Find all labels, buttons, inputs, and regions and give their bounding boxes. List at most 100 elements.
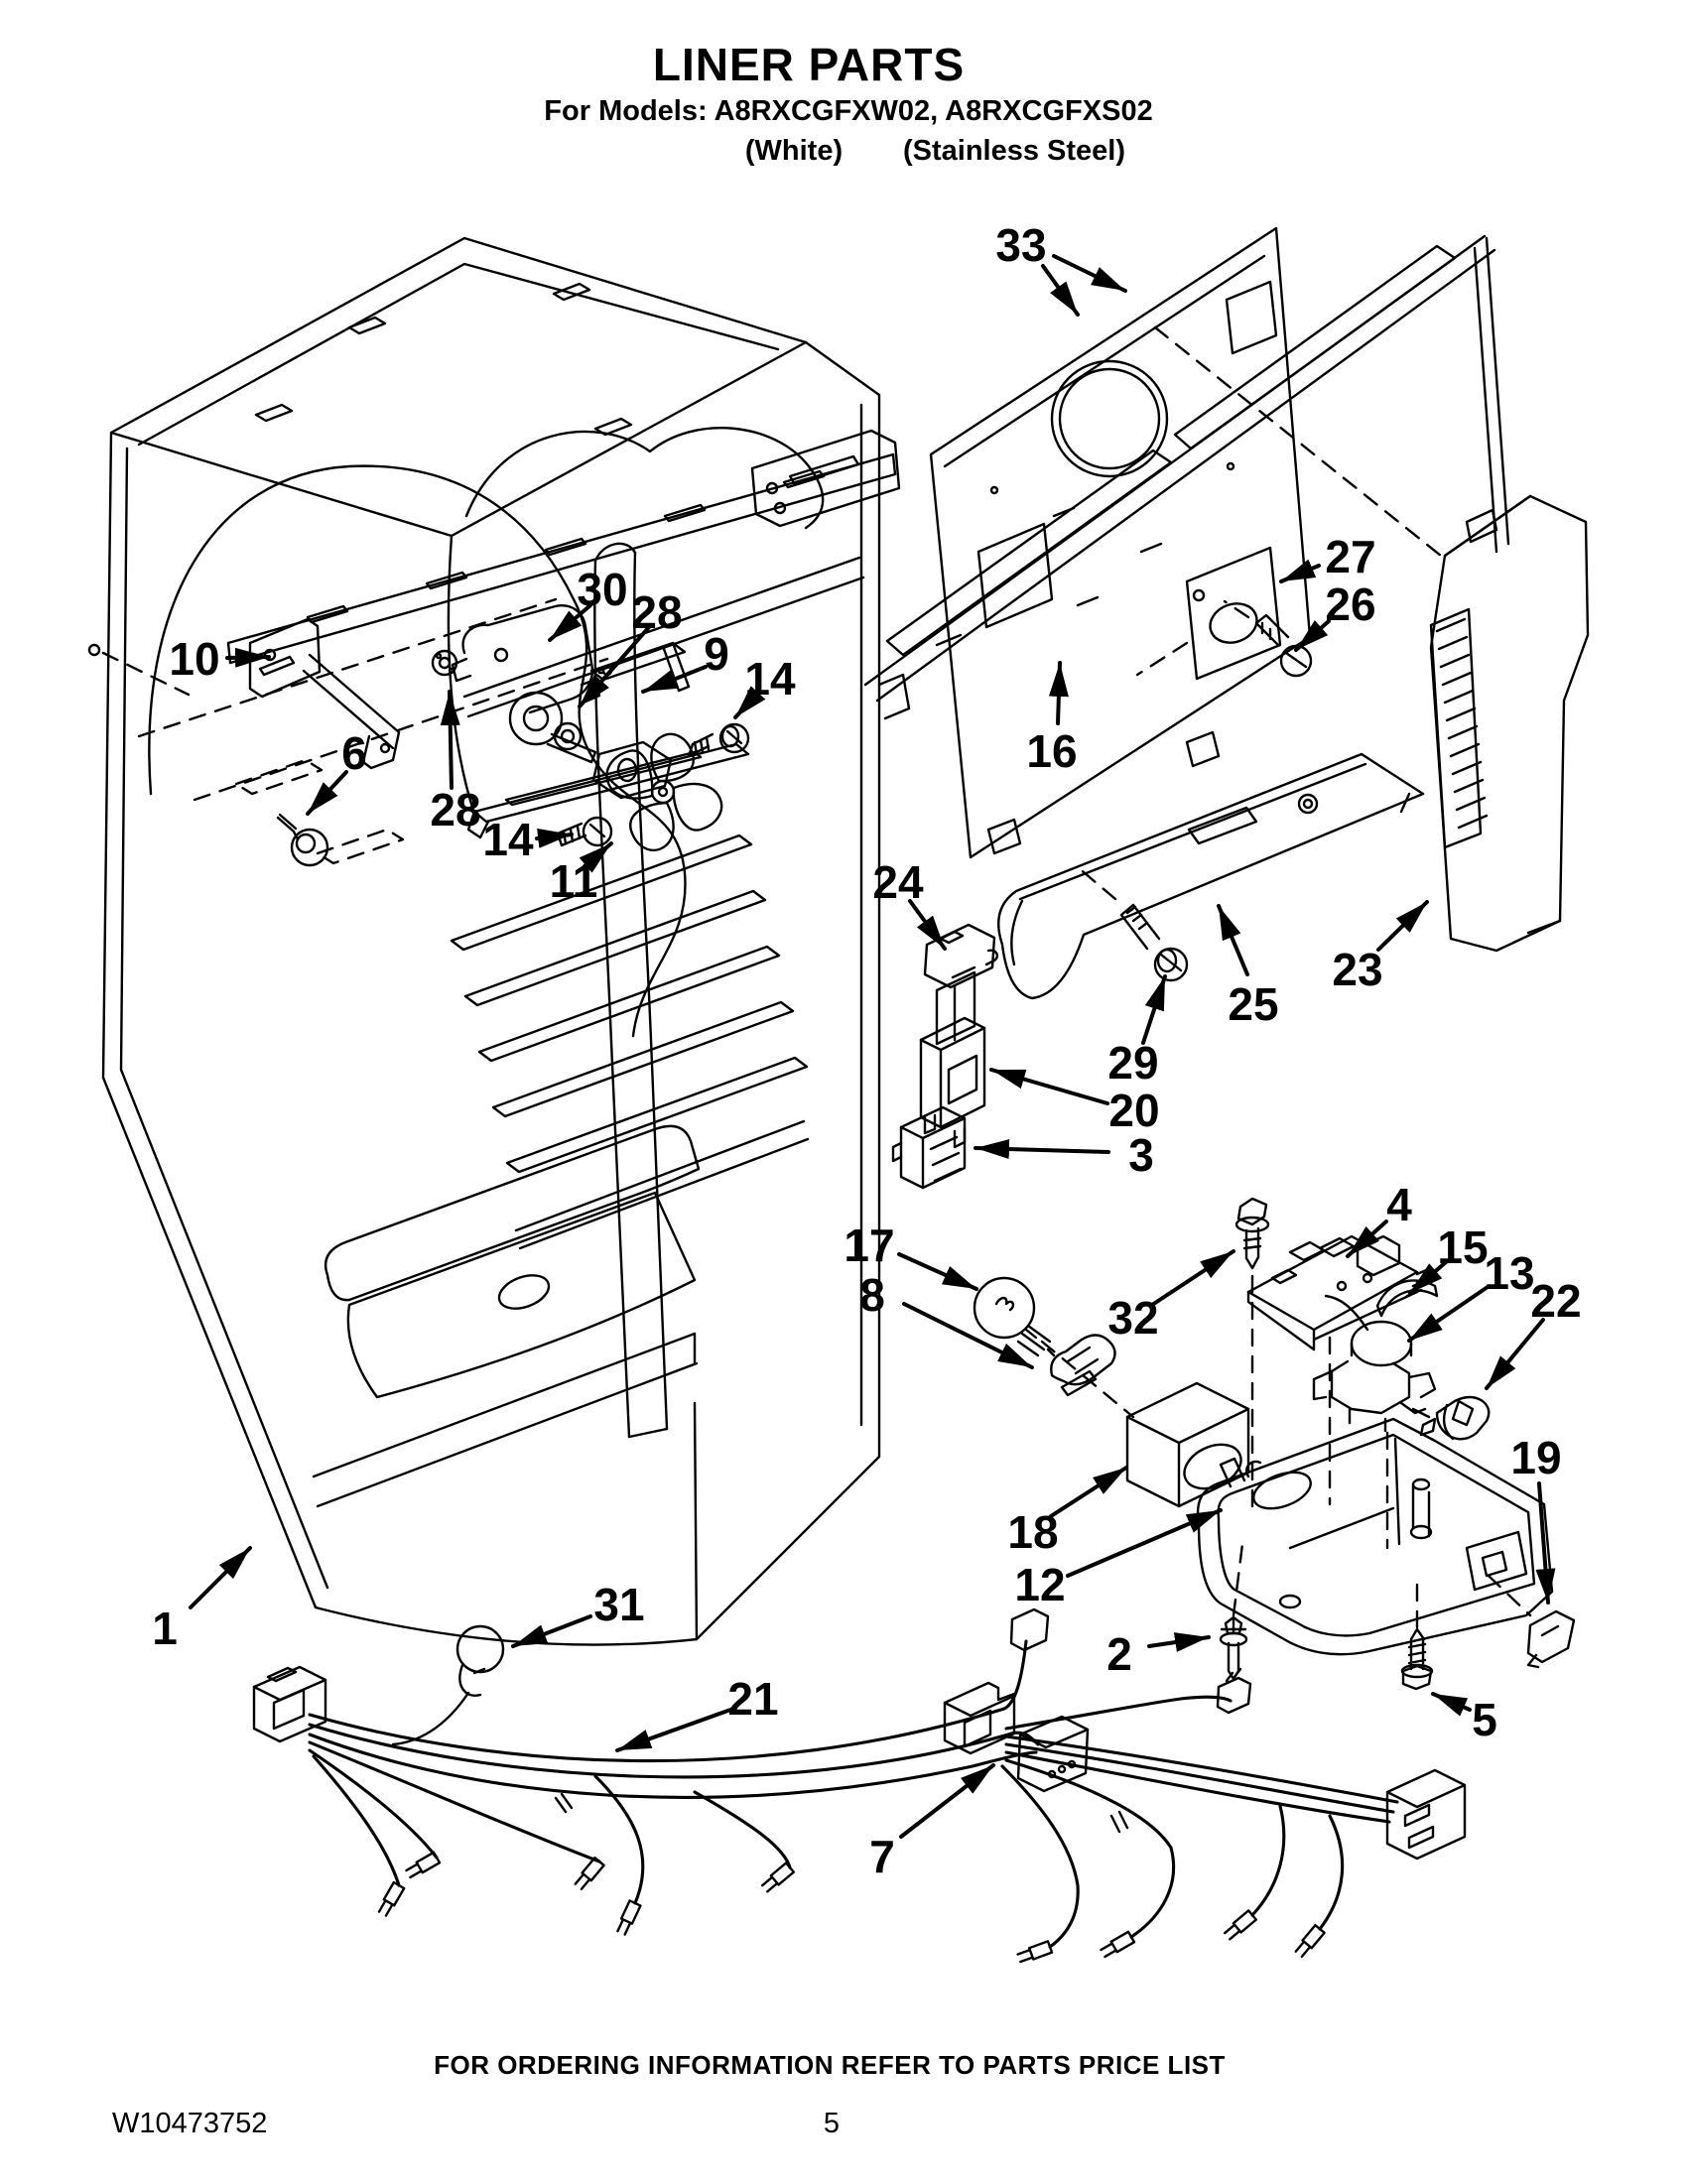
callout-label-2: 2 [1106,1628,1132,1680]
callout-label-22: 22 [1530,1275,1581,1327]
callout-label-14: 14 [482,814,534,865]
page-title: LINER PARTS [652,39,966,90]
callout-arrow-20 [989,1068,1109,1105]
callout-arrow-10 [225,647,271,668]
callout-label-28: 28 [430,784,480,835]
callout-label-4: 4 [1386,1179,1412,1230]
evap-cover-25 [997,752,1425,1000]
screw-14-lower [556,816,613,847]
callout-label-29: 29 [1107,1037,1158,1089]
callout-arrow-30 [548,603,592,642]
callout-label-17: 17 [844,1220,894,1271]
callout-label-10: 10 [169,633,219,685]
callout-label-24: 24 [872,856,924,908]
callout-arrow-17 [897,1252,978,1291]
callout-arrow-15 [1408,1260,1448,1295]
callout-label-13: 13 [1484,1247,1534,1299]
assembly-dash-lines [101,325,1532,1629]
callout-arrow-3 [974,1139,1110,1160]
clip-3 [891,1105,967,1190]
callout-label-20: 20 [1108,1085,1159,1136]
clip-19 [1526,1609,1576,1669]
fan-blade-11 [605,732,723,851]
callout-label-16: 16 [1026,725,1077,777]
callout-label-28: 28 [631,586,682,638]
finish-stainless-label: (Stainless Steel) [902,135,1126,167]
defrost-switch-24 [923,923,999,1046]
access-plate-27 [1185,546,1282,681]
callout-arrow-14 [733,686,766,719]
screw-2 [1219,1615,1248,1681]
callout-arrow-8 [902,1302,1034,1369]
callout-arrow-5 [1431,1692,1472,1717]
callout-label-23: 23 [1332,944,1382,995]
page-number: 5 [823,2108,841,2139]
light-lens-18 [1125,1381,1250,1508]
grommet-28-shaft [553,721,583,751]
callout-label-5: 5 [1472,1694,1497,1745]
callout-arrow-22 [1485,1318,1545,1390]
screw-26 [1254,613,1313,678]
side-cover-23 [1429,494,1590,953]
back-panel-16 [929,226,1312,859]
callout-arrow-12 [1066,1508,1223,1578]
callout-arrow-1 [189,1546,252,1609]
wire-harness-7 [943,1667,1467,1966]
callout-arrow-7 [899,1763,995,1839]
callout-arrow-21 [615,1707,735,1752]
wire-harness-21 [252,1607,1090,1937]
callout-arrow-28 [578,625,651,708]
callout-label-30: 30 [577,564,627,615]
callout-label-3: 3 [1128,1129,1154,1181]
callout-label-14: 14 [744,653,796,705]
hose-15 [1375,1279,1439,1318]
callout-arrow-26 [1294,619,1331,652]
callout-label-21: 21 [727,1673,778,1725]
callout-label-31: 31 [593,1579,644,1630]
callout-label-18: 18 [1007,1506,1058,1558]
callout-arrow-14 [535,828,574,848]
callout-arrow-31 [511,1614,592,1648]
callout-label-19: 19 [1510,1432,1561,1483]
callout-label-25: 25 [1228,978,1278,1030]
models-line: For Models: A8RXCGFXW02, A8RXCGFXS02 [544,95,1153,127]
callout-arrow-16 [1048,661,1069,725]
bulb-socket-8 [1050,1334,1116,1397]
grommet-31 [391,1624,505,1746]
screw-32 [1234,1197,1270,1270]
callout-arrow-33 [1052,254,1127,293]
trim-strips-33 [863,234,1510,703]
callout-arrow-18 [1049,1466,1128,1518]
cabinet-liner-drawing [87,236,911,1646]
screw-29 [1119,903,1189,982]
callout-label-11: 11 [550,855,598,907]
callout-label-7: 7 [869,1831,895,1882]
light-bulb-17 [973,1276,1056,1357]
callout-label-6: 6 [341,727,367,779]
callout-arrow-4 [1346,1220,1388,1258]
callout-arrow-13 [1407,1285,1490,1343]
callout-arrow-2 [1147,1632,1211,1652]
callout-arrow-25 [1217,904,1249,976]
callout-arrow-28 [440,690,460,790]
callout-arrow-29 [1141,974,1167,1045]
grommet-28-left [431,649,458,677]
callout-label-1: 1 [152,1603,178,1654]
fan-motor-30 [451,604,601,764]
callout-label-12: 12 [1014,1559,1065,1610]
callout-arrow-9 [641,665,708,694]
callout-arrow-27 [1279,559,1321,583]
callout-label-9: 9 [704,628,729,680]
callout-arrow-23 [1376,900,1429,952]
callout-label-8: 8 [859,1269,885,1321]
bracket-10 [248,617,401,770]
callout-arrow-11 [579,841,613,873]
document-number: W10473752 [112,2108,268,2139]
callout-label-27: 27 [1325,531,1375,582]
thumbscrew-6 [276,813,329,867]
callout-arrow-33 [1041,264,1080,317]
callout-arrow-19 [1535,1481,1556,1605]
finish-white-label: (White) [744,135,844,167]
